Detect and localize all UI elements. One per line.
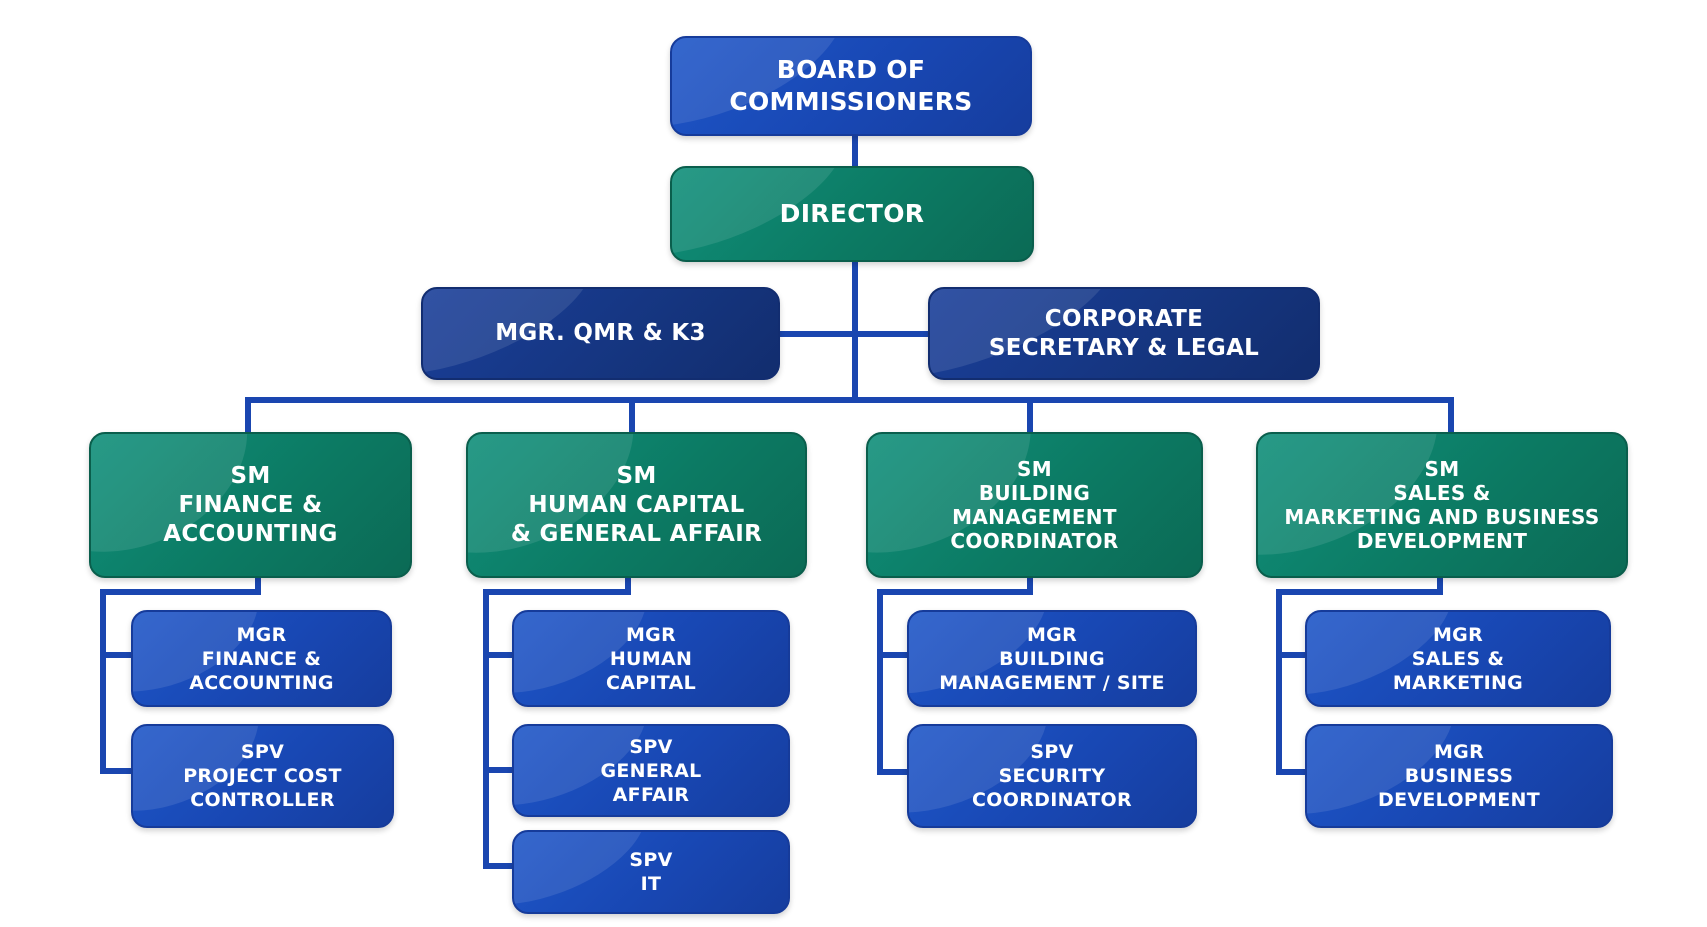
connector-dept-3-children <box>877 575 1033 775</box>
mgr-sales-marketing-box: MGR SALES & MARKETING <box>1305 610 1611 707</box>
mgr-human-capital-box: MGR HUMAN CAPITAL <box>512 610 790 707</box>
spv-project-cost-controller-label: SPV PROJECT COST CONTROLLER <box>183 741 342 811</box>
mgr-building-management-site-label: MGR BUILDING MANAGEMENT / SITE <box>939 623 1165 694</box>
spv-it-box: SPV IT <box>512 830 790 914</box>
director-box: DIRECTOR <box>670 166 1034 262</box>
spv-security-coordinator-box: SPV SECURITY COORDINATOR <box>907 724 1197 828</box>
mgr-qmr-k3-label: MGR. QMR & K3 <box>495 320 706 346</box>
corporate-secretary-legal-label: CORPORATE SECRETARY & LEGAL <box>988 305 1260 361</box>
mgr-finance-accounting-label: MGR FINANCE & ACCOUNTING <box>189 623 334 694</box>
mgr-finance-accounting-box: MGR FINANCE & ACCOUNTING <box>131 610 392 707</box>
sm-building-management-box: SM BUILDING MANAGEMENT COORDINATOR <box>866 432 1203 578</box>
sm-finance-accounting-label: SM FINANCE & ACCOUNTING <box>163 462 338 547</box>
mgr-qmr-k3-box: MGR. QMR & K3 <box>421 287 780 380</box>
corporate-secretary-legal-box: CORPORATE SECRETARY & LEGAL <box>928 287 1320 380</box>
sm-sales-marketing-label: SM SALES & MARKETING AND BUSINESS DEVELO… <box>1284 457 1600 553</box>
spv-project-cost-controller-box: SPV PROJECT COST CONTROLLER <box>131 724 394 828</box>
mgr-human-capital-label: MGR HUMAN CAPITAL <box>605 623 697 694</box>
director-label: DIRECTOR <box>779 199 925 228</box>
spv-security-coordinator-label: SPV SECURITY COORDINATOR <box>972 741 1132 811</box>
board-of-commissioners-label: BOARD OF COMMISSIONERS <box>729 55 973 116</box>
mgr-building-management-site-box: MGR BUILDING MANAGEMENT / SITE <box>907 610 1197 707</box>
connector-dept-1-children <box>100 575 261 774</box>
connector-dept-4-children <box>1276 575 1443 775</box>
spv-it-label: SPV IT <box>629 849 673 895</box>
mgr-business-development-label: MGR BUSINESS DEVELOPMENT <box>1378 741 1540 811</box>
sm-sales-marketing-box: SM SALES & MARKETING AND BUSINESS DEVELO… <box>1256 432 1628 578</box>
sm-building-management-label: SM BUILDING MANAGEMENT COORDINATOR <box>950 457 1119 553</box>
board-of-commissioners-box: BOARD OF COMMISSIONERS <box>670 36 1032 136</box>
sm-human-capital-label: SM HUMAN CAPITAL & GENERAL AFFAIR <box>510 462 763 547</box>
connector-dept-2-children <box>483 575 631 869</box>
mgr-sales-marketing-label: MGR SALES & MARKETING <box>1392 623 1524 694</box>
spv-general-affair-label: SPV GENERAL AFFAIR <box>600 735 702 806</box>
sm-human-capital-box: SM HUMAN CAPITAL & GENERAL AFFAIR <box>466 432 807 578</box>
spv-general-affair-box: SPV GENERAL AFFAIR <box>512 724 790 817</box>
sm-finance-accounting-box: SM FINANCE & ACCOUNTING <box>89 432 412 578</box>
mgr-business-development-box: MGR BUSINESS DEVELOPMENT <box>1305 724 1613 828</box>
